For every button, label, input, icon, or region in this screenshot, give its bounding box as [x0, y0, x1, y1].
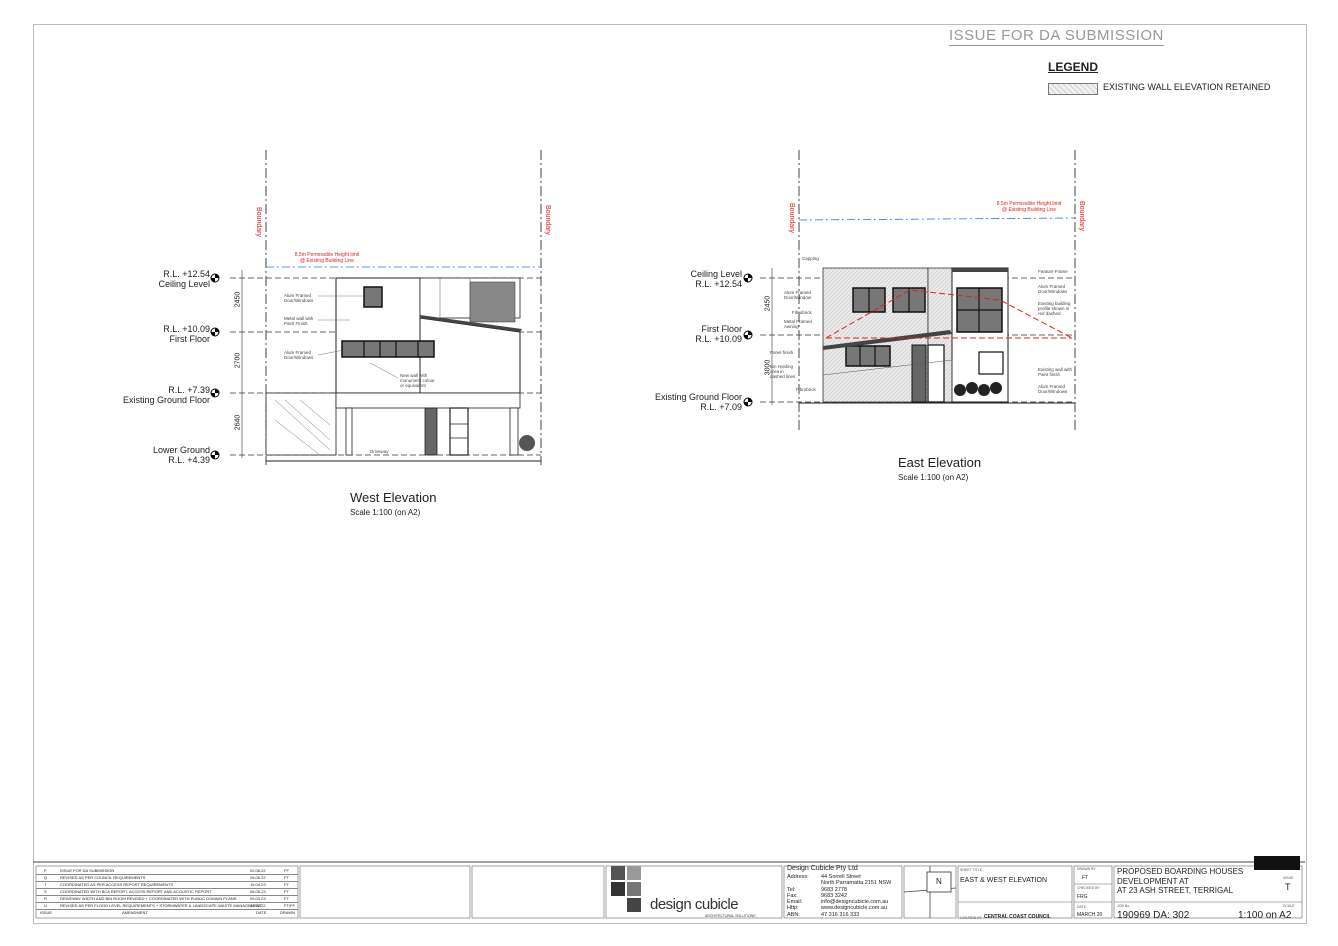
east-note-right-2: Alum Framed Door/Windows: [1038, 284, 1068, 294]
job-number: 190969 DA: 302: [1117, 910, 1190, 921]
west-window-upper: [363, 286, 383, 308]
west-boundary-right-label: Boundary: [544, 205, 551, 235]
checked-by: FRG: [1077, 894, 1088, 900]
east-dim-1: 2450: [764, 295, 772, 312]
east-note-left-2: Alum Framed Door/Window: [784, 290, 812, 300]
checked-by-label: CHECKED BY: [1077, 886, 1100, 890]
legend-hatch-swatch: [1048, 83, 1098, 95]
west-note-1: Alum Framed Door/Windows: [284, 293, 314, 303]
east-note-right-3: Existing building profile shown in red d…: [1038, 301, 1071, 316]
drawing-sheet: [33, 24, 1307, 924]
legend-item: EXISTING WALL ELEVATION RETAINED: [1103, 82, 1271, 92]
issue-stamp: ISSUE FOR DA SUBMISSION: [949, 27, 1164, 46]
east-note-left-5: Panel finish: [770, 350, 794, 355]
sheet-title-label: SHEET TITLE: [960, 868, 983, 872]
west-boundary-left-label: Boundary: [255, 207, 262, 237]
company-logo-sub: ARCHITECTURAL SOLUTIONS: [705, 914, 756, 918]
west-window-mid: [341, 340, 435, 358]
east-height-limit: 8.5m Permissible Height limit@ Existing …: [996, 201, 1062, 213]
east-elevation-scale: Scale 1:100 (on A2): [898, 473, 969, 482]
drawn-by: FT: [1082, 875, 1089, 881]
east-note-left-1: Capping: [802, 256, 819, 261]
job-label: JOB No.: [1117, 904, 1131, 908]
east-level-markers: [743, 273, 753, 407]
west-driveway: Driveway: [370, 449, 389, 454]
company-logo-text: design cubicle: [650, 896, 739, 913]
west-elevation-scale: Scale 1:100 (on A2): [350, 508, 421, 517]
west-dim-1: 2450: [234, 291, 242, 308]
issue-value: T: [1285, 882, 1291, 892]
company-name: Design Cubicle Pty Ltd: [787, 865, 858, 872]
issue-label: ISSUE: [1283, 876, 1294, 880]
west-note-3: Alum Framed Door/Windows: [284, 350, 314, 360]
legend-title: LEGEND: [1048, 60, 1099, 74]
company-details: Address:44 Sorrell Street North Parramat…: [787, 874, 892, 918]
west-dim-2: 2700: [234, 352, 242, 369]
west-note-4: New wall with monument colour or equival…: [400, 373, 435, 388]
east-boundary-left-label: Boundary: [788, 203, 795, 233]
east-elevation-title: East Elevation: [898, 455, 982, 470]
north-arrow-label: N: [936, 877, 942, 886]
west-dim-3: 2640: [234, 414, 242, 431]
east-note-right-1: Feature Frame: [1038, 269, 1068, 274]
east-note-left-4: Metal Framed Awning: [784, 319, 812, 329]
drawn-by-label: DRAWN BY: [1077, 867, 1096, 871]
east-note-left-3: Fibrobrick: [792, 310, 812, 315]
sheet-title: EAST & WEST ELEVATION: [960, 877, 1048, 884]
east-note-left-6: Bin Holding area in dashed lines: [770, 364, 796, 379]
date-value: MARCH 20: [1077, 912, 1103, 918]
west-level-markers: [210, 273, 220, 460]
west-elevation-title: West Elevation: [350, 490, 437, 505]
east-note-right-4: Existing wall with Paint finish: [1038, 367, 1073, 377]
east-note-left-7: Fibrobrick: [796, 387, 816, 392]
council-label: LOCATED AT: [960, 916, 982, 920]
west-upper-wall: [335, 277, 421, 394]
scale-label: SCALE: [1283, 904, 1295, 908]
council-name: CENTRAL COAST COUNCIL: [984, 914, 1051, 920]
sheet-scale: 1:100 on A2: [1238, 910, 1292, 921]
east-note-right-5: Alum Framed Door/Windows: [1038, 384, 1068, 394]
west-note-2: Metal wall with Paint Finish: [284, 316, 314, 326]
date-label: DATE: [1077, 905, 1087, 909]
west-height-limit: 8.5m Permissible Height limit@ Existing …: [294, 252, 360, 264]
